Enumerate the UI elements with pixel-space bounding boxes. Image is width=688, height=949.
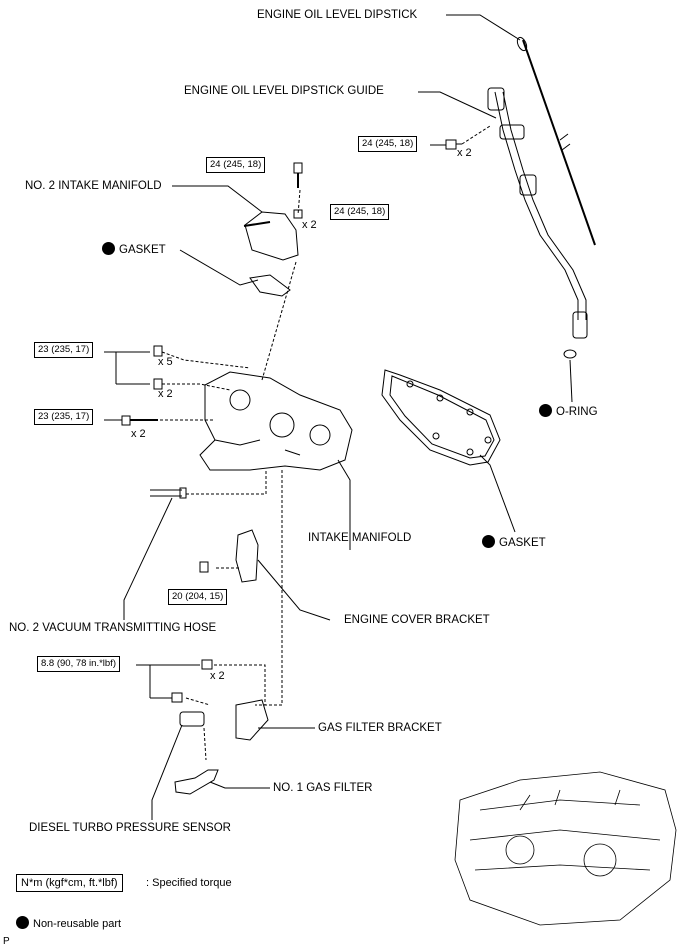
- qty-manifold-nut-a: x 5: [158, 356, 173, 368]
- label-engine-cover-bracket: ENGINE COVER BRACKET: [344, 614, 490, 626]
- label-no1-gas-filter: NO. 1 GAS FILTER: [273, 782, 373, 794]
- torque-no2-manifold-nut: 24 (245, 18): [330, 204, 390, 220]
- alignment-lines: [130, 125, 491, 761]
- sensor-assembly-drawing: [174, 699, 269, 795]
- label-dipstick: ENGINE OIL LEVEL DIPSTICK: [257, 9, 418, 21]
- intake-manifold-drawing: [199, 371, 353, 471]
- legend-torque-desc: : Specified torque: [146, 877, 232, 889]
- torque-sensor-bolts: 8.8 (90, 78 in.*lbf): [37, 656, 120, 672]
- qty-manifold-stud: x 2: [131, 428, 146, 440]
- engine-cover-bracket-drawing: [235, 529, 259, 583]
- label-no2-vacuum-hose: NO. 2 VACUUM TRANSMITTING HOSE: [9, 622, 217, 634]
- label-o-ring: O-RING: [539, 404, 598, 419]
- non-reusable-icon: [539, 404, 552, 417]
- label-intake-manifold: INTAKE MANIFOLD: [308, 532, 412, 544]
- no2-intake-manifold-drawing: [243, 162, 303, 261]
- non-reusable-icon: [102, 242, 115, 255]
- torque-cover-bracket-bolt: 20 (204, 15): [168, 589, 228, 605]
- dipstick-guide-drawing: [487, 87, 588, 403]
- qty-manifold-nut-b: x 2: [158, 388, 173, 400]
- label-gas-filter-bracket: GAS FILTER BRACKET: [318, 722, 442, 734]
- label-gasket-upper: GASKET: [102, 242, 166, 257]
- qty-no2-manifold-nut: x 2: [302, 219, 317, 231]
- dipstick-drawing: [516, 36, 596, 246]
- non-reusable-icon: [482, 535, 495, 548]
- qty-sensor-bolt: x 2: [210, 670, 225, 682]
- non-reusable-icon: [16, 916, 29, 929]
- gasket-upper-drawing: [249, 274, 291, 297]
- engine-location-view: [454, 771, 677, 926]
- corner-code: P: [3, 936, 10, 947]
- label-no2-intake-manifold: NO. 2 INTAKE MANIFOLD: [25, 180, 162, 192]
- leader-lines: [104, 14, 521, 820]
- qty-guide-bolt: x 2: [457, 147, 472, 159]
- torque-manifold-stud: 23 (235, 17): [34, 409, 94, 425]
- torque-manifold-nuts: 23 (235, 17): [34, 342, 94, 358]
- gasket-right-drawing: [381, 369, 501, 466]
- vacuum-hose-drawing: [150, 487, 187, 499]
- legend-nonreusable: Non-reusable part: [16, 916, 121, 930]
- torque-guide-bolt: 24 (245, 18): [358, 136, 418, 152]
- torque-no2-manifold-bolt: 24 (245, 18): [206, 157, 266, 173]
- label-gasket-right: GASKET: [482, 535, 546, 550]
- legend-torque-unit: N*m (kgf*cm, ft.*lbf): [16, 874, 123, 892]
- bolt-drawings: [121, 139, 462, 703]
- label-diesel-turbo-sensor: DIESEL TURBO PRESSURE SENSOR: [29, 822, 231, 834]
- label-dipstick-guide: ENGINE OIL LEVEL DIPSTICK GUIDE: [184, 85, 384, 97]
